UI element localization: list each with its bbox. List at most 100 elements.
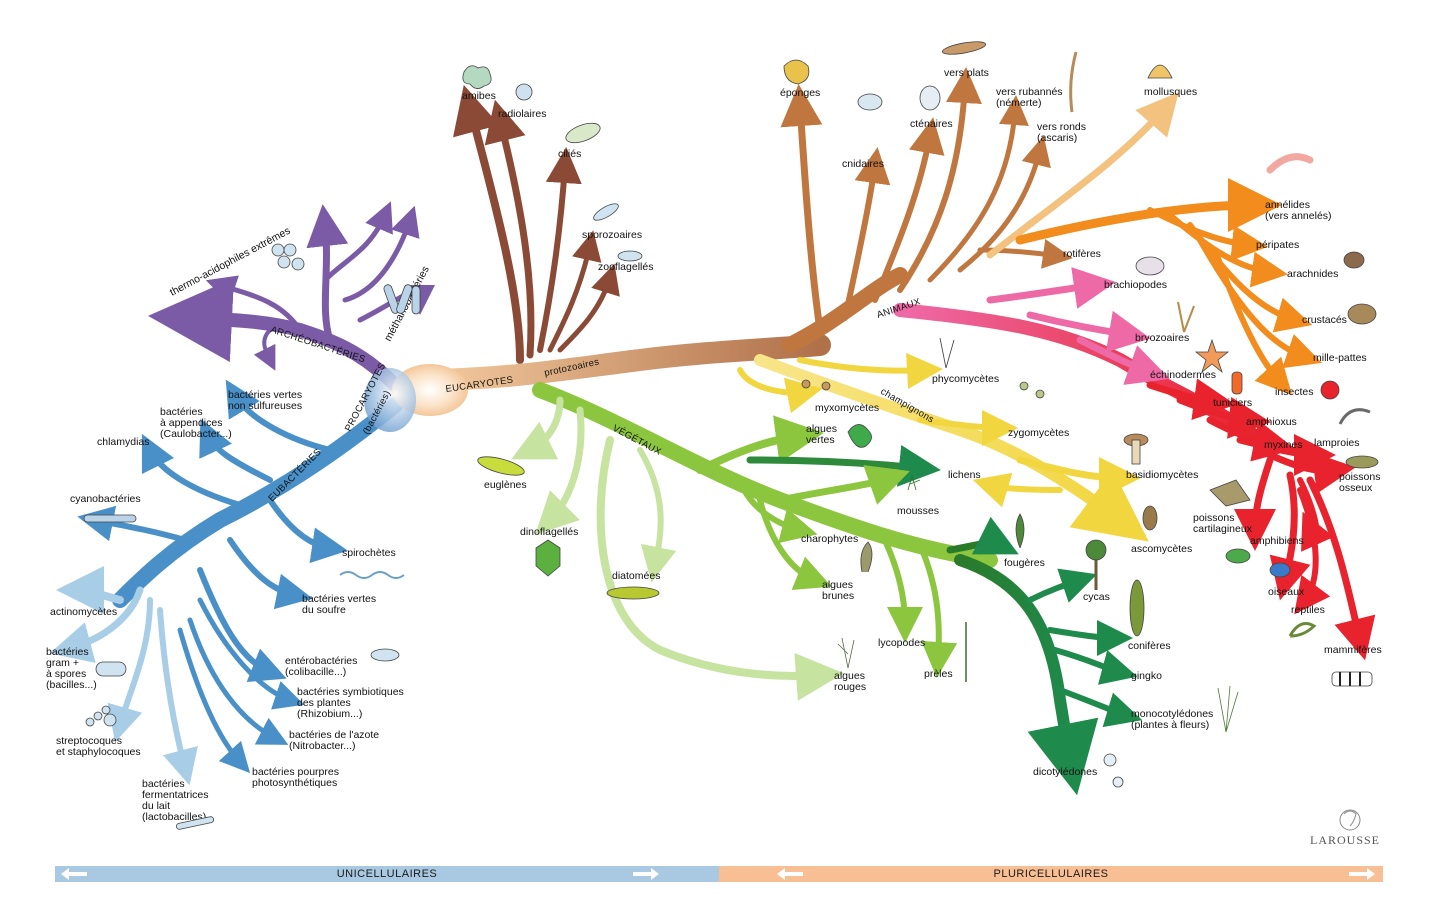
right-arrow-icon	[633, 868, 659, 880]
zooflagellate-icon	[617, 250, 643, 262]
label-euglenes: euglènes	[484, 479, 527, 491]
label-fougeres: fougères	[1004, 557, 1045, 569]
label-arachnides: arachnides	[1287, 268, 1338, 280]
eukaryote-trunk	[409, 334, 831, 391]
label-cilies: ciliés	[558, 148, 581, 160]
amoeba-icon	[462, 65, 492, 89]
ladybug-icon	[1320, 380, 1340, 400]
label-entero: entérobactéries(colibacille...)	[285, 655, 357, 678]
label-insectes: insectes	[1275, 386, 1314, 398]
label-vers-ronds: vers ronds(ascaris)	[1037, 121, 1086, 144]
label-mousses: mousses	[897, 505, 939, 517]
label-phyco: phycomycètes	[932, 373, 999, 385]
label-bryozoaires: bryozoaires	[1135, 332, 1189, 344]
label-cyano: cyanobactéries	[70, 493, 141, 505]
plant-branches	[511, 382, 1143, 796]
right-arrow-icon	[1349, 868, 1375, 880]
label-charophytes: charophytes	[801, 533, 858, 545]
label-radiolaires: radiolaires	[498, 108, 546, 120]
left-arrow-icon	[61, 868, 87, 880]
label-reptiles: reptiles	[1291, 604, 1325, 616]
label-lichens: lichens	[948, 469, 981, 481]
roundworm-icon	[1069, 51, 1078, 113]
label-tuniciers: tuniciers	[1213, 397, 1252, 409]
sponge-icon	[783, 59, 810, 85]
bird-icon	[1269, 562, 1291, 578]
dicot-icon	[1103, 753, 1124, 788]
label-chlamydias: chlamydias	[97, 436, 150, 448]
animal-branches	[780, 67, 1323, 396]
sporozoan-icon	[593, 203, 619, 221]
eubacteria-branches	[49, 379, 403, 786]
label-eponges: éponges	[780, 87, 820, 99]
monocot-icon	[1217, 685, 1239, 733]
label-ctenaires: cténaires	[910, 118, 953, 130]
protozoa-branches	[453, 84, 620, 364]
label-annelides: annélides(vers annelés)	[1265, 199, 1332, 222]
ctenophore-icon	[919, 85, 941, 111]
leaf-labels: thermo-acidophiles extrêmes méthanobacté…	[46, 67, 1382, 823]
label-coniferes: conifères	[1128, 640, 1171, 652]
phycomycete-icon	[939, 337, 955, 369]
lamprey-icon	[1338, 408, 1371, 425]
conifer-icon	[1129, 579, 1145, 637]
label-vers-rub: vers rubannés(némerte)	[996, 86, 1063, 109]
label-myxines: myxines	[1264, 439, 1303, 451]
label-crustaces: crustacés	[1302, 314, 1347, 326]
green-algae-icon	[847, 424, 872, 448]
label-lycopodes: lycopodes	[878, 637, 925, 649]
radiolarian-icon	[515, 83, 533, 101]
zygomycete-icon	[1019, 381, 1045, 399]
label-myxo: myxomycètes	[815, 402, 879, 414]
label-spirochetes: spirochètes	[342, 547, 396, 559]
zebra-icon	[1331, 671, 1373, 687]
dinoflagellate-icon	[535, 539, 561, 577]
ciliate-icon	[565, 122, 601, 144]
label-dinoflagelles: dinoflagellés	[520, 526, 578, 538]
jellyfish-icon	[857, 93, 883, 111]
label-sporozoaires: sporozoaires	[582, 229, 642, 241]
brown-algae-icon	[860, 541, 873, 573]
bryozoan-icon	[1177, 301, 1195, 333]
shell-icon	[1147, 64, 1173, 79]
tunicate-icon	[1231, 371, 1243, 395]
procaryote-core	[364, 368, 416, 432]
larousse-logo-icon	[1339, 809, 1361, 831]
label-asco: ascomycètes	[1131, 543, 1192, 555]
cyanobacteria-icon	[83, 514, 137, 523]
mushroom-icon	[1123, 433, 1149, 465]
multicellular-bar: PLURICELLULAIRES	[719, 866, 1383, 882]
label-azote: bactéries de l'azote(Nitrobacter...)	[289, 729, 379, 752]
unicellular-bar: UNICELLULAIRES	[55, 866, 719, 882]
moss-icon	[907, 474, 921, 491]
label-mollusques: mollusques	[1144, 86, 1197, 98]
lactobacillus-icon	[175, 816, 215, 830]
label-cnidaires: cnidaires	[842, 158, 884, 170]
label-oiseaux: oiseaux	[1268, 586, 1305, 598]
diatom-icon	[606, 586, 660, 600]
archaea-branches	[148, 201, 435, 392]
label-diatomees: diatomées	[612, 570, 660, 582]
spider-icon	[1343, 251, 1365, 269]
spirochete-icon	[339, 571, 405, 579]
methanobacteria-icon	[383, 284, 421, 315]
label-brachiopodes: brachiopodes	[1104, 279, 1167, 291]
crab-icon	[1347, 303, 1377, 325]
unicellular-label: UNICELLULAIRES	[336, 868, 438, 880]
label-zooflagelles: zooflagellés	[598, 261, 653, 273]
red-algae-icon	[837, 637, 855, 669]
label-zygo: zygomycètes	[1008, 427, 1069, 439]
label-cycas: cycas	[1083, 591, 1110, 603]
